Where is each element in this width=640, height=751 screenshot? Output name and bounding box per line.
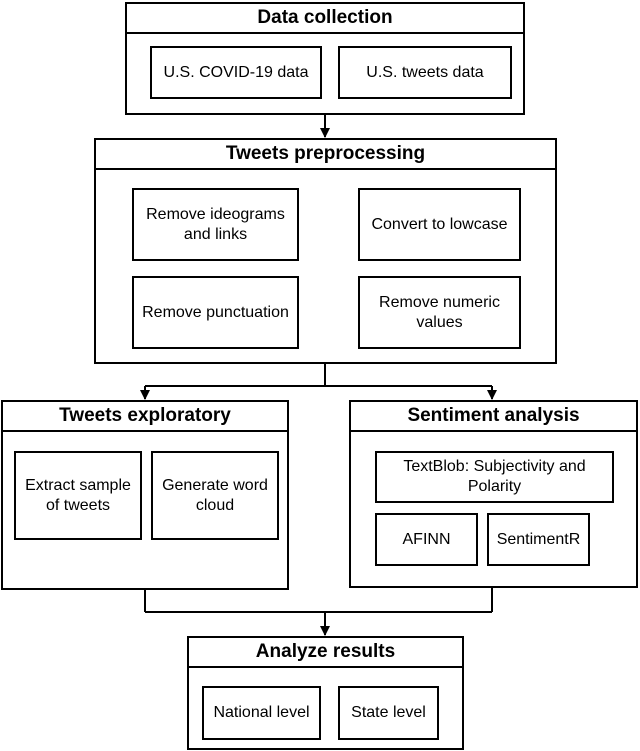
data-collection-title: Data collection <box>127 4 523 34</box>
extract-sample-box: Extract sample of tweets <box>14 451 142 540</box>
remove-ideograms-box: Remove ideograms and links <box>132 188 299 261</box>
tweets-data-box: U.S. tweets data <box>338 46 512 99</box>
data-collection-group: Data collection U.S. COVID-19 data U.S. … <box>125 2 525 115</box>
sentiment-analysis-title: Sentiment analysis <box>351 402 636 432</box>
word-cloud-box: Generate word cloud <box>151 451 279 540</box>
convert-lowcase-box: Convert to lowcase <box>358 188 521 261</box>
afinn-box: AFINN <box>375 513 478 566</box>
analyze-results-group: Analyze results National level State lev… <box>187 636 464 750</box>
state-level-box: State level <box>338 686 439 740</box>
remove-numeric-box: Remove numeric values <box>358 276 521 349</box>
tweets-preprocessing-title: Tweets preprocessing <box>96 140 555 170</box>
remove-punctuation-box: Remove punctuation <box>132 276 299 349</box>
textblob-box: TextBlob: Subjectivity and Polarity <box>375 451 614 503</box>
analyze-results-title: Analyze results <box>189 638 462 668</box>
tweets-exploratory-title: Tweets exploratory <box>3 402 287 432</box>
tweets-preprocessing-group: Tweets preprocessing Remove ideograms an… <box>94 138 557 364</box>
sentiment-analysis-group: Sentiment analysis TextBlob: Subjectivit… <box>349 400 638 588</box>
tweets-exploratory-group: Tweets exploratory Extract sample of twe… <box>1 400 289 590</box>
covid-data-box: U.S. COVID-19 data <box>150 46 322 99</box>
national-level-box: National level <box>202 686 321 740</box>
sentimentr-box: SentimentR <box>487 513 590 566</box>
